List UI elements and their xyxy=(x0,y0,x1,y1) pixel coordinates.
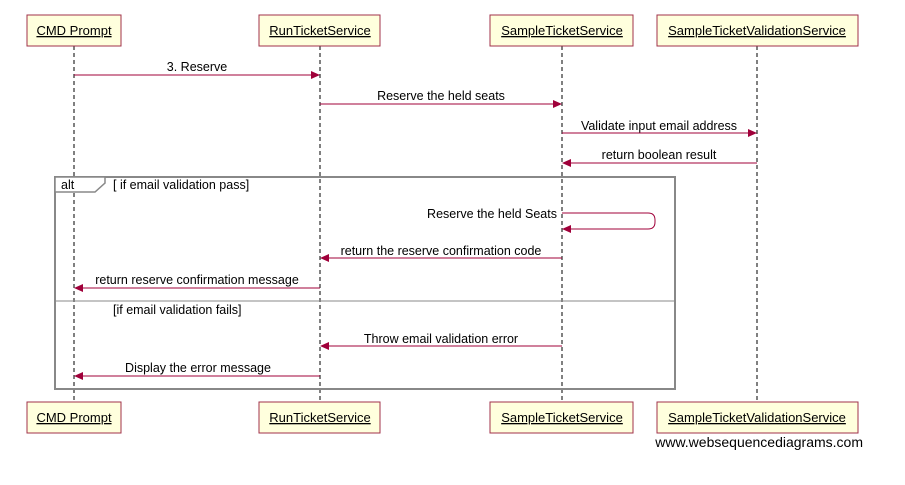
actor-sample-bottom-label: SampleTicketService xyxy=(501,410,623,425)
alt-frame-tag: alt xyxy=(61,178,75,192)
message-validate-email-label: Validate input email address xyxy=(581,119,737,133)
actor-validation-bottom-label: SampleTicketValidationService xyxy=(668,410,846,425)
message-display-error-arrow xyxy=(74,372,83,380)
message-self-reserve-held-seats-arrow xyxy=(562,225,571,233)
message-return-confirmation-code-label: return the reserve confirmation code xyxy=(341,244,542,258)
message-validate-email: Validate input email address xyxy=(562,119,757,137)
actor-cmd-top-label: CMD Prompt xyxy=(36,23,112,38)
message-reserve-label: 3. Reserve xyxy=(167,60,227,74)
actor-validation-top: SampleTicketValidationService xyxy=(656,14,859,47)
actor-run-top-label: RunTicketService xyxy=(269,23,370,38)
message-self-reserve-held-seats: Reserve the held Seats xyxy=(427,207,656,233)
message-self-reserve-held-seats-line xyxy=(562,212,656,230)
message-validate-email-arrow xyxy=(748,129,757,137)
message-reserve-arrow xyxy=(311,71,320,79)
actor-sample-top: SampleTicketService xyxy=(489,14,634,47)
message-self-reserve-held-seats-label: Reserve the held Seats xyxy=(427,207,557,221)
message-display-error-label: Display the error message xyxy=(125,361,271,375)
message-throw-validation-error-label: Throw email validation error xyxy=(364,332,518,346)
actor-run-top: RunTicketService xyxy=(258,14,381,47)
actor-cmd-bottom: CMD Prompt xyxy=(26,401,122,434)
message-return-confirmation-code: return the reserve confirmation code xyxy=(320,244,562,262)
message-return-confirmation-code-arrow xyxy=(320,254,329,262)
message-return-confirmation-message-label: return reserve confirmation message xyxy=(95,273,299,287)
actor-cmd-top: CMD Prompt xyxy=(26,14,122,47)
message-return-confirmation-message: return reserve confirmation message xyxy=(74,273,320,292)
message-reserve-held-seats-label: Reserve the held seats xyxy=(377,89,505,103)
alt-frame: alt [ if email validation pass] [if emai… xyxy=(54,176,676,390)
message-throw-validation-error: Throw email validation error xyxy=(320,332,562,350)
alt-condition-fail: [if email validation fails] xyxy=(113,303,242,317)
message-throw-validation-error-arrow xyxy=(320,342,329,350)
actor-run-bottom-label: RunTicketService xyxy=(269,410,370,425)
actor-validation-top-label: SampleTicketValidationService xyxy=(668,23,846,38)
alt-frame-tab xyxy=(54,176,106,193)
actor-sample-bottom: SampleTicketService xyxy=(489,401,634,434)
actor-sample-top-label: SampleTicketService xyxy=(501,23,623,38)
message-return-boolean-arrow xyxy=(562,159,571,167)
actor-run-bottom: RunTicketService xyxy=(258,401,381,434)
actor-cmd-bottom-label: CMD Prompt xyxy=(36,410,112,425)
message-reserve-held-seats: Reserve the held seats xyxy=(320,89,562,108)
message-return-boolean: return boolean result xyxy=(562,148,757,167)
message-return-confirmation-message-arrow xyxy=(74,284,83,292)
message-display-error: Display the error message xyxy=(74,361,320,380)
message-return-boolean-label: return boolean result xyxy=(602,148,717,162)
message-reserve: 3. Reserve xyxy=(74,60,320,79)
actor-validation-bottom: SampleTicketValidationService xyxy=(656,401,859,434)
alt-condition-pass: [ if email validation pass] xyxy=(113,178,249,192)
watermark: www.websequencediagrams.com xyxy=(654,434,863,450)
message-reserve-held-seats-arrow xyxy=(553,100,562,108)
